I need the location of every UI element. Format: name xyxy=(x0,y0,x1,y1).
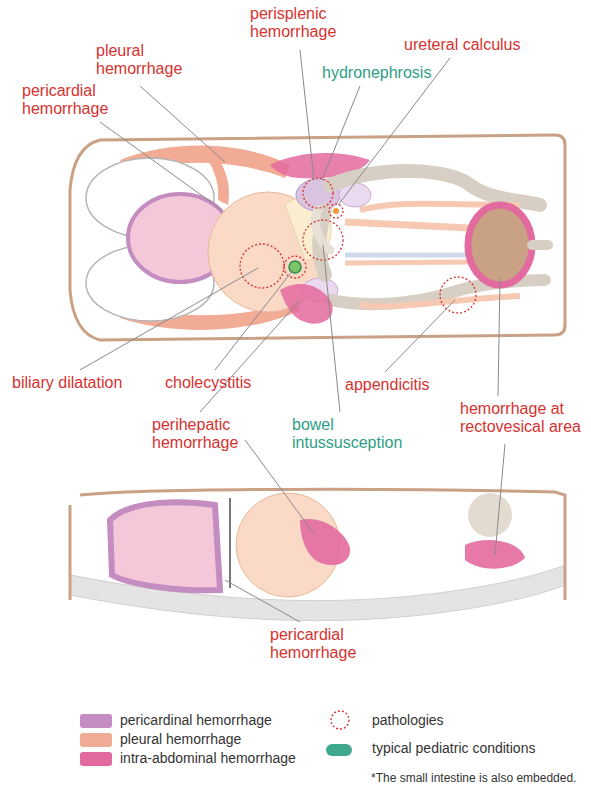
legend-swatch xyxy=(80,714,112,728)
pathology-label: appendicitis xyxy=(345,376,455,394)
legend-text: pathologies xyxy=(372,712,444,728)
side-view xyxy=(70,489,565,620)
legend-text: intra-abdominal hemorrhage xyxy=(120,750,296,766)
pathology-label: pericardial hemorrhage xyxy=(22,82,122,119)
pathology-label: biliary dilatation xyxy=(12,374,162,392)
legend-swatch xyxy=(80,752,112,766)
footnote: *The small intestine is also embedded. xyxy=(371,772,587,786)
legend-text: pericardinal hemorrhage xyxy=(120,712,272,728)
legend-text: pleural hemorrhage xyxy=(120,731,241,747)
pathology-label: hemorrhage at rectovesical area xyxy=(460,400,587,437)
pathology-symbol xyxy=(331,711,349,729)
legend-swatch xyxy=(326,744,352,756)
pathology-label: cholecystitis xyxy=(165,374,275,392)
pathology-label: pericardial hemorrhage xyxy=(270,626,380,663)
pathology-label: bowel intussusception xyxy=(292,416,412,453)
pathology-label: pleural hemorrhage xyxy=(96,42,186,79)
leader-lines xyxy=(80,50,505,622)
pathology-label: perisplenic hemorrhage xyxy=(250,5,350,42)
pathology-label: ureteral calculus xyxy=(404,36,554,54)
top-view xyxy=(70,135,565,340)
legend-swatch xyxy=(80,733,112,747)
pathology-label: perihepatic hemorrhage xyxy=(152,416,252,453)
legend-text: typical pediatric conditions xyxy=(372,740,535,756)
pathology-label: hydronephrosis xyxy=(322,64,452,82)
